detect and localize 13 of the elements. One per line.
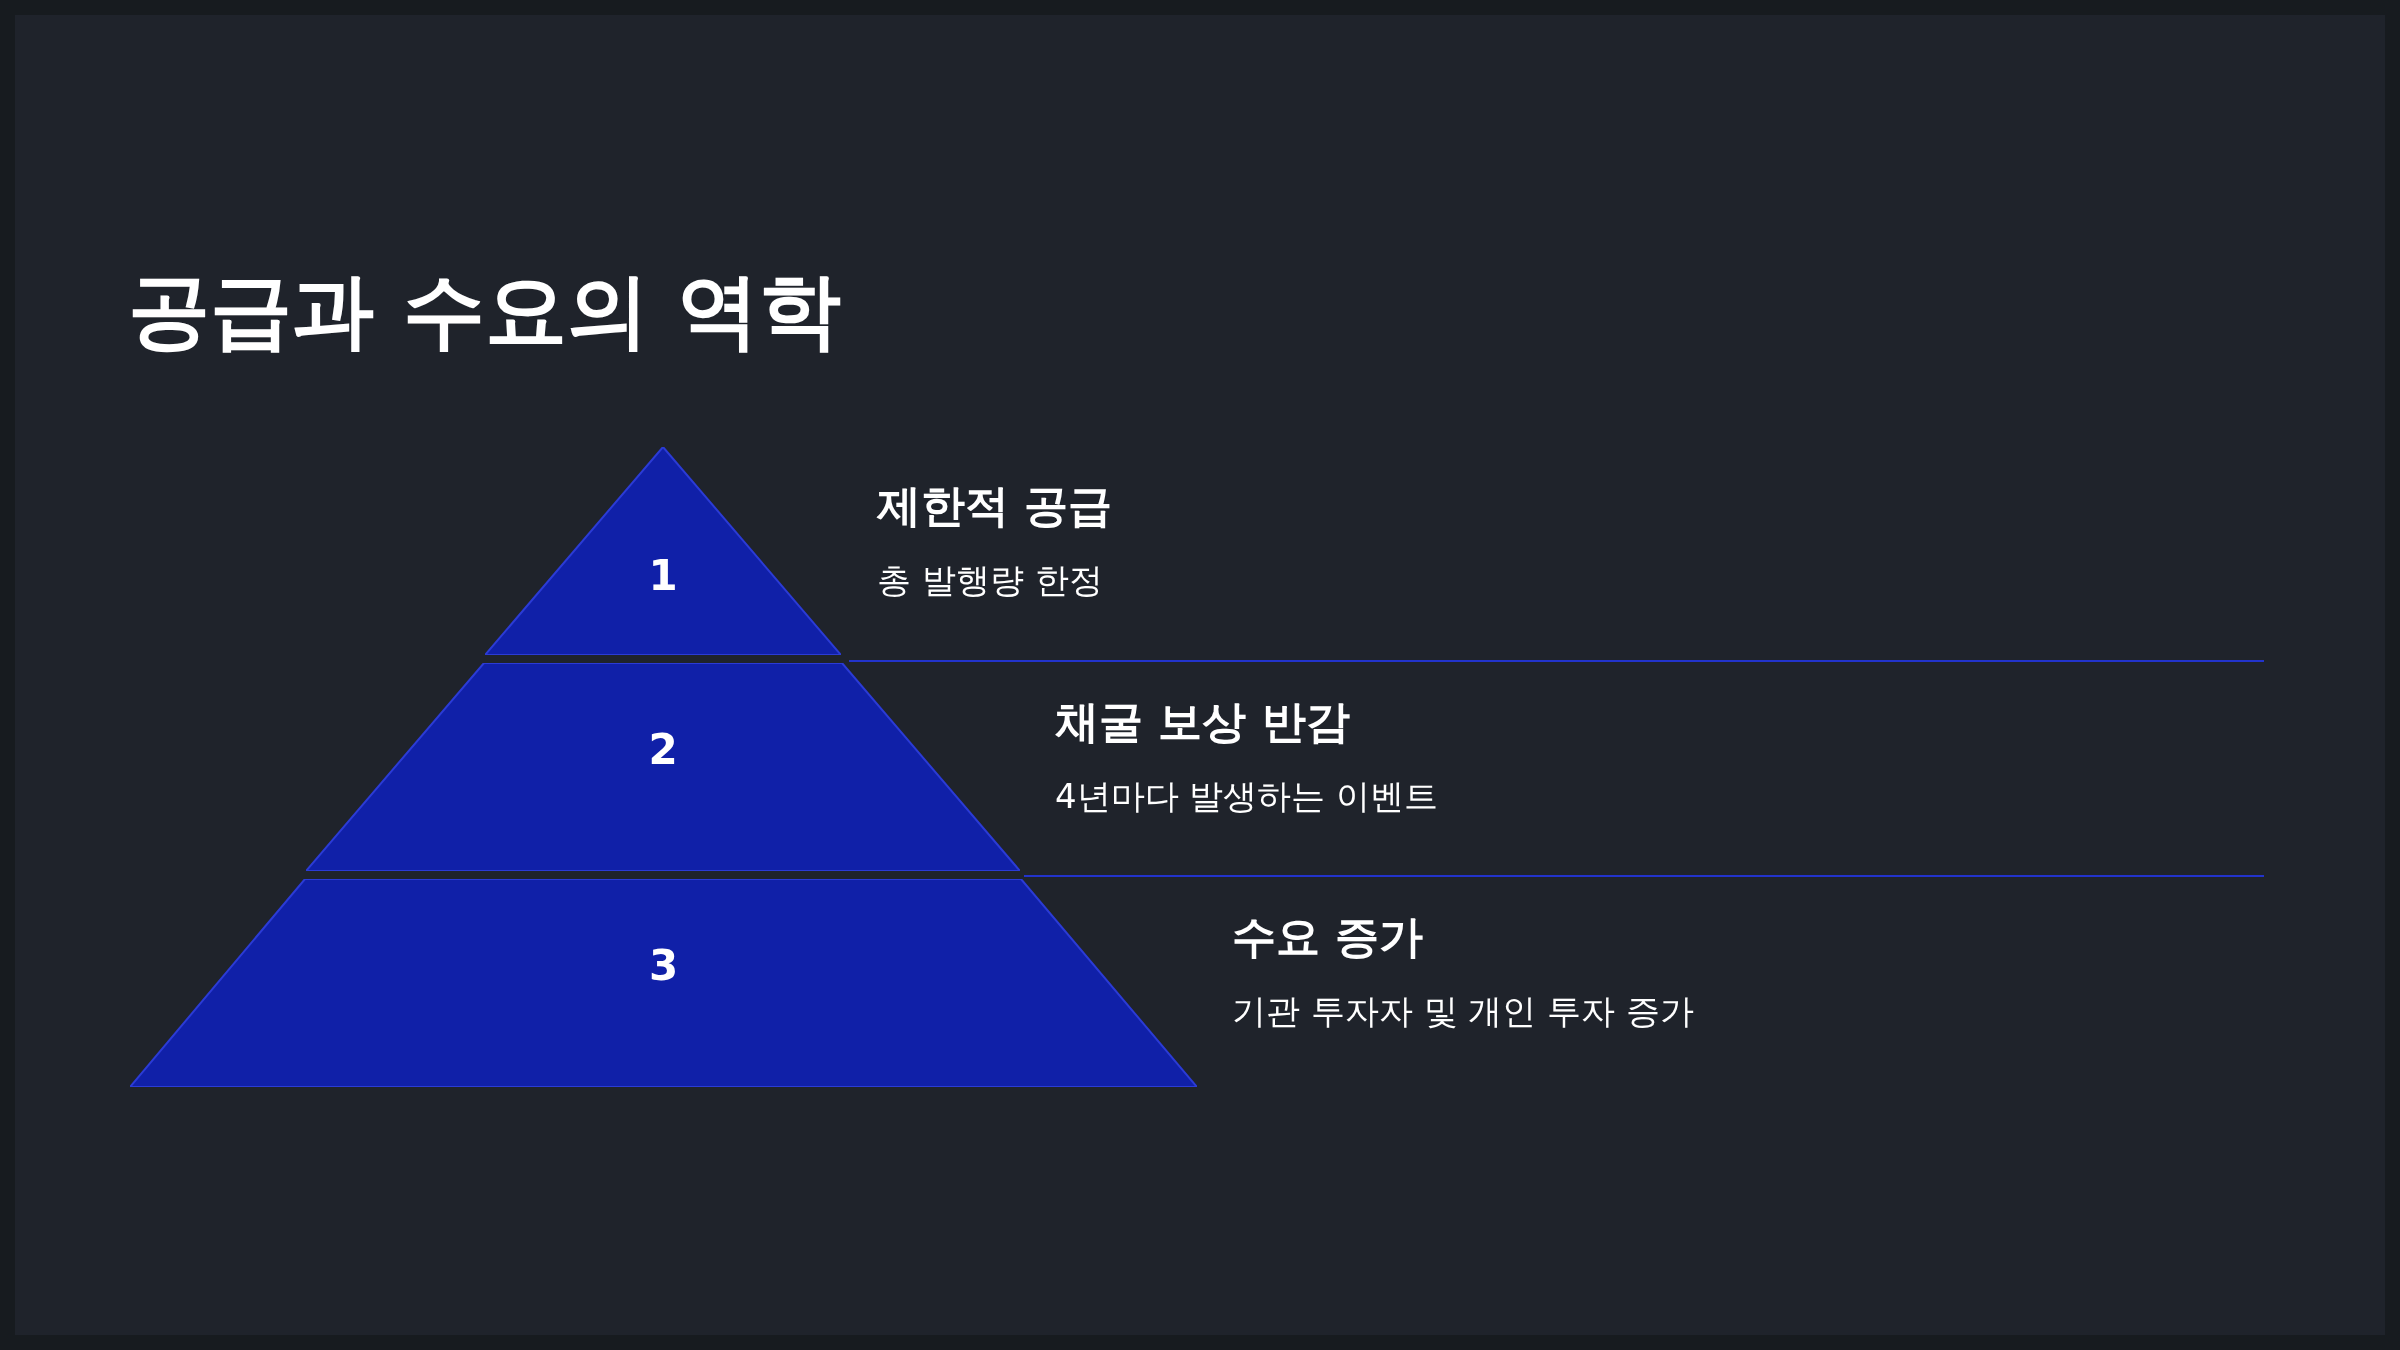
tier-heading: 채굴 보상 반감 bbox=[1055, 696, 1350, 749]
tier-number: 1 bbox=[648, 554, 678, 597]
slide-title: 공급과 수요의 역학 bbox=[128, 262, 842, 360]
tier-number: 2 bbox=[648, 729, 678, 772]
pyramid-tier bbox=[485, 447, 841, 655]
pyramid-tier bbox=[306, 663, 1020, 871]
tier-number: 3 bbox=[648, 945, 679, 988]
pyramid-tier bbox=[130, 879, 1197, 1087]
tier-heading: 수요 증가 bbox=[1232, 911, 1424, 964]
tier-description: 4년마다 발생하는 이벤트 bbox=[1055, 776, 1439, 817]
tier-heading: 제한적 공급 bbox=[877, 480, 1113, 533]
tier-description: 기관 투자자 및 개인 투자 증가 bbox=[1232, 991, 1695, 1032]
tier-description: 총 발행량 한정 bbox=[877, 560, 1103, 601]
